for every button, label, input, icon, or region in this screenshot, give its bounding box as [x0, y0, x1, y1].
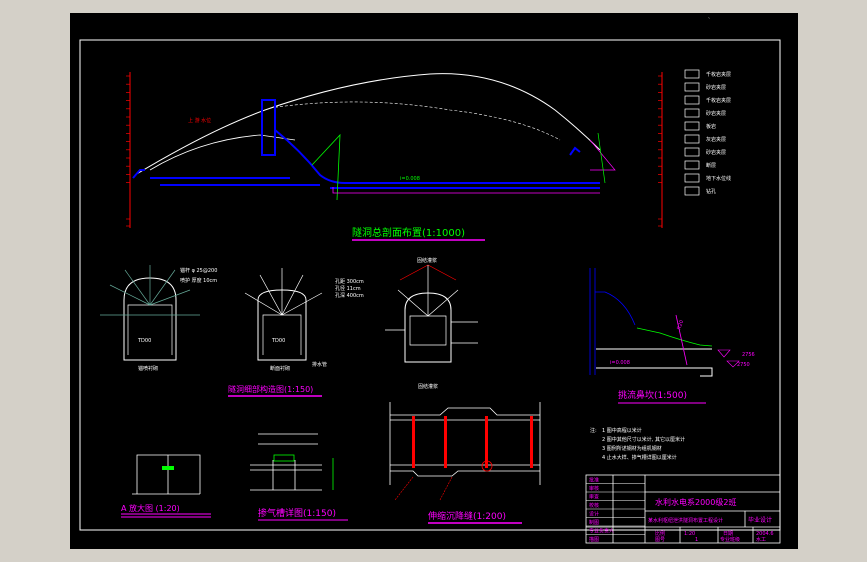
section-1-label: 锚喷衬砌 [138, 365, 158, 372]
bolt-note: 锚杆 φ 25@200 [180, 267, 217, 274]
section-2-label: 断面衬砌 [270, 365, 290, 372]
spec-1: 孔距 300cm [335, 278, 364, 285]
note-1: 1 图中高程以米计 [602, 427, 642, 434]
date: 2004.6 [756, 531, 774, 537]
section-2-td: TD00 [271, 338, 285, 344]
title-block-role: 校核 [589, 502, 599, 509]
legend-item: 砂岩夹层 [706, 110, 726, 117]
right-elevation-ruler [658, 72, 663, 228]
section-1: TD00 锚喷衬砌 锚杆 φ 25@200 喷护 厚度 10cm [100, 265, 217, 372]
legend-swatch [684, 108, 700, 118]
detail-a [132, 454, 201, 495]
corner-mark: ` [708, 18, 711, 24]
title-block-role: 审核 [589, 485, 599, 492]
legend-item: 钻孔 [706, 188, 716, 195]
spec-3: 孔深 400cm [335, 292, 364, 299]
stage: 毕业设计 [748, 516, 772, 524]
note-2: 2 图中其他尺寸以米计, 其它以厘米计 [602, 436, 685, 443]
section-3-label: 固结灌浆 [418, 383, 438, 390]
legend-swatch [684, 95, 700, 105]
legend-item: 千枚岩夹层 [706, 97, 731, 104]
aerator-title: 掺气槽详图(1:150) [258, 507, 336, 519]
date-label: 日期 [723, 531, 733, 537]
section-1-td: TD00 [137, 338, 151, 344]
notes-prefix: 注: [590, 427, 597, 434]
flip-elevation-2: 2750 [737, 362, 750, 368]
details-title: 隧洞细部构造图(1:150) [228, 384, 313, 394]
title-block-role: 制图 [589, 519, 599, 526]
title-block-role: 描图 [589, 536, 599, 543]
legend-swatch [684, 147, 700, 157]
legend-swatch [684, 121, 700, 131]
flip-radius: R20 [676, 319, 685, 330]
legend-swatch [684, 134, 700, 144]
note-3: 3 图例所述钢材为组机钢材 [602, 445, 662, 452]
section-2: TD00 断面衬砌 排水管 孔距 300cm 孔径 11cm 孔深 400cm [244, 268, 364, 372]
sheet-label: 图号 [655, 537, 665, 543]
section-3-top: 固结灌浆 [417, 257, 437, 264]
flip-title: 挑流鼻坎(1:500) [618, 389, 687, 401]
legend-item: 砂岩夹层 [706, 84, 726, 91]
left-elevation-ruler [126, 72, 131, 228]
title-block-role: 专业负责人 [589, 528, 614, 535]
dept: 专业班级 [720, 536, 740, 543]
model-space [70, 13, 798, 549]
legend-item: 断层 [706, 162, 716, 169]
scale-label: 比例 [655, 530, 665, 537]
legend-swatch [684, 69, 700, 79]
legend-swatch [684, 160, 700, 170]
drain-note: 排水管 [312, 361, 327, 368]
scale: 1:20 [684, 531, 695, 537]
legend-swatch [684, 186, 700, 196]
profile-elevation-note: 上 游 水位 [188, 117, 211, 124]
enlarge-a-title: A 放大图 (1:20) [121, 503, 180, 513]
major: 水工 [756, 536, 766, 543]
flip-slope: i=0.008 [610, 360, 630, 366]
note-4: 4 止水大样、掺气槽详图以厘米计 [602, 454, 677, 461]
notes: 注: 1 图中高程以米计 2 图中其他尺寸以米计, 其它以厘米计 3 图例所述钢… [590, 427, 685, 461]
aerator-detail [250, 433, 334, 491]
title-block-role: 审查 [589, 494, 599, 501]
profile-drawing: 上 游 水位 i=0.008 [132, 73, 616, 201]
title-block-role: 设计 [589, 511, 599, 518]
spec-2: 孔径 11cm [335, 285, 361, 292]
flip-elevation-1: 2756 [742, 352, 755, 358]
legend-item: 灰岩夹层 [706, 136, 726, 143]
flip-bucket-detail: R20 i=0.008 2756 2750 [589, 268, 755, 377]
legend-item: 板岩 [706, 123, 716, 130]
legend-item: 地下水位线 [706, 175, 731, 182]
joint-title: 伸缩沉降缝(1:200) [428, 510, 506, 522]
project-title: 水利水电系2000级2班 [655, 497, 736, 507]
profile-slope-note: i=0.008 [400, 176, 420, 182]
profile-title: 隧洞总剖面布置(1:1000) [352, 226, 465, 239]
joint-detail [389, 402, 541, 501]
legend-item: 砂岩夹层 [706, 149, 726, 156]
drawing-frame [79, 39, 781, 531]
tunnel-sections: TD00 锚喷衬砌 锚杆 φ 25@200 喷护 厚度 10cm TD00 断面… [100, 257, 478, 390]
legend-swatch [684, 82, 700, 92]
section-3: 固结灌浆 固结灌浆 [385, 257, 478, 390]
legend-swatch [684, 173, 700, 183]
legend-item: 千枚岩夹层 [706, 71, 731, 78]
title-block-role: 批准 [589, 477, 599, 484]
drawing-name: 某水利枢纽泄洪隧洞布置工程设计 [648, 517, 723, 524]
title-block: 水利水电系2000级2班 某水利枢纽泄洪隧洞布置工程设计 毕业设计 比例 1:2… [585, 474, 781, 544]
sheet: 1 [695, 537, 698, 543]
shotcrete-note: 喷护 厚度 10cm [180, 277, 217, 284]
